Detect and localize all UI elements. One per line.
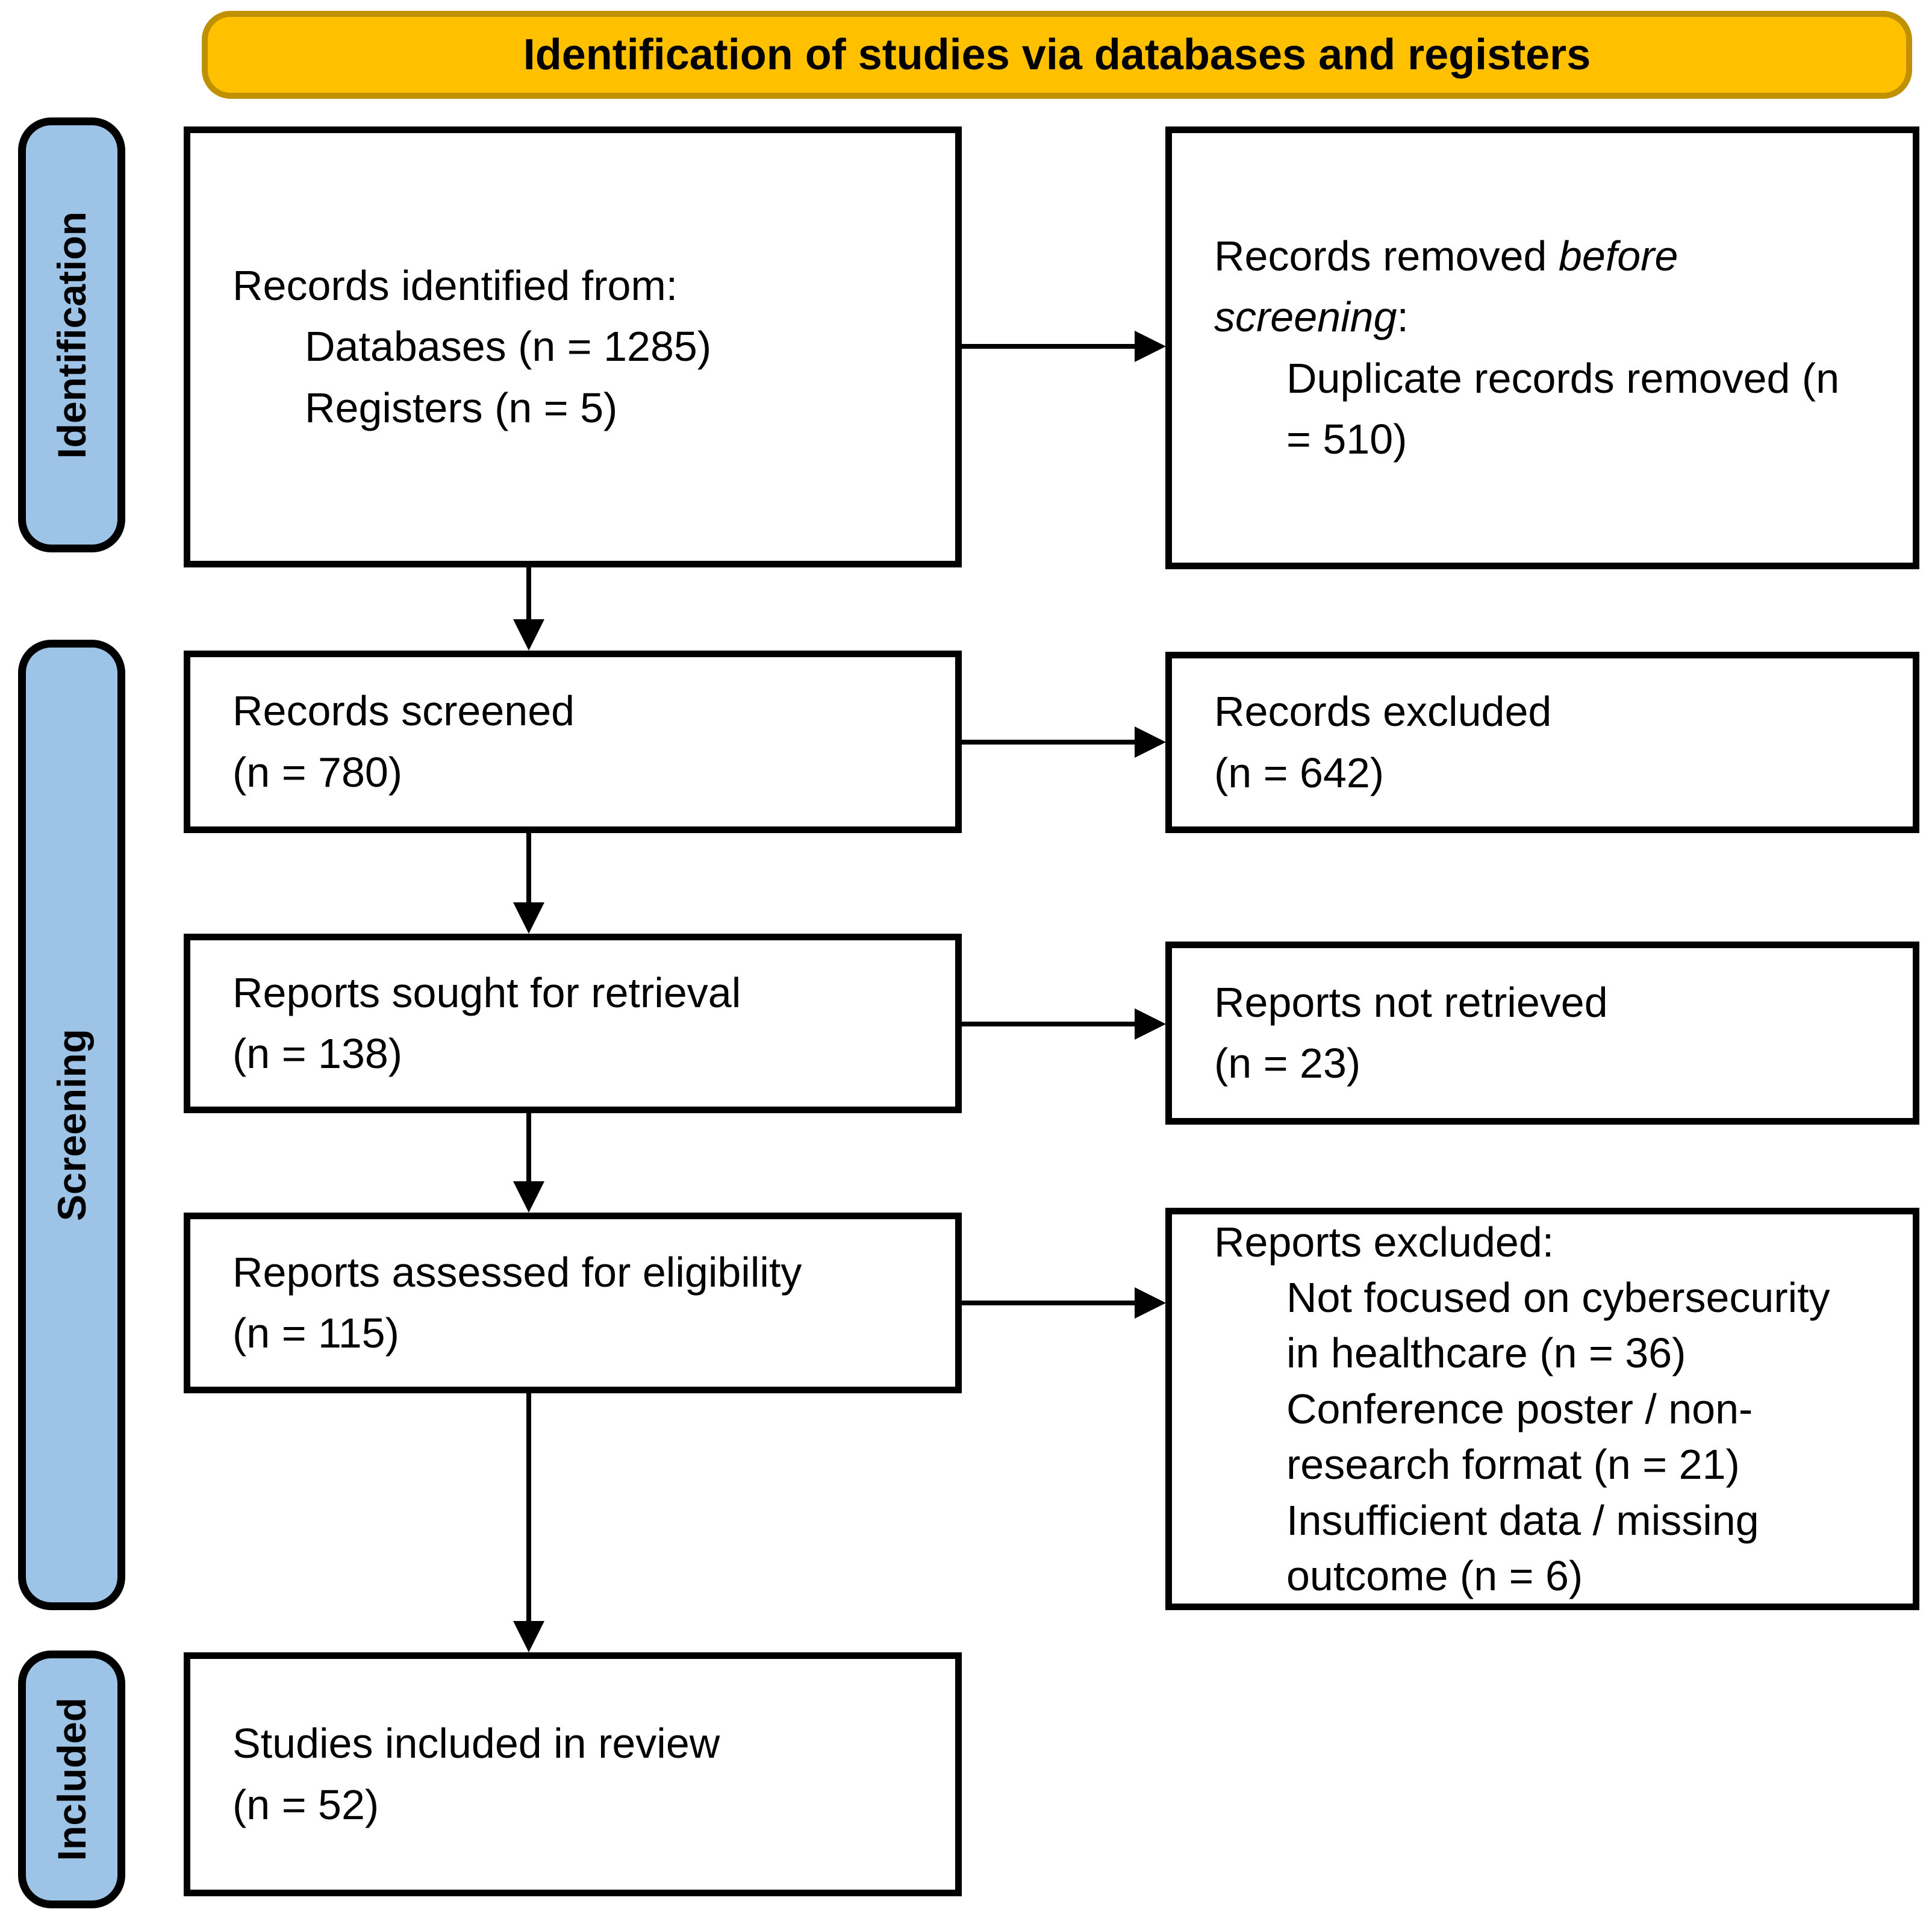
arrow-down-icon: [513, 619, 544, 651]
box-title: Records removed before screening:: [1214, 226, 1865, 348]
box-records-excluded: Records excluded (n = 642): [1165, 652, 1919, 833]
connector-line-assessed-to-excluded: [958, 1301, 1135, 1305]
box-reports-sought: Reports sought for retrieval (n = 138): [184, 934, 962, 1113]
arrow-down-icon: [513, 1621, 544, 1652]
arrow-right-icon: [1135, 331, 1166, 362]
header-banner: Identification of studies via databases …: [202, 11, 1912, 99]
box-item: Databases (n = 1285): [305, 323, 712, 370]
box-title: Reports excluded:: [1214, 1218, 1554, 1266]
box-line: Studies included in review: [232, 1720, 720, 1767]
box-records-removed: Records removed before screening: Duplic…: [1165, 126, 1919, 569]
stage-bar-included: Included: [18, 1651, 125, 1908]
connector-line-assessed-to-included: [526, 1390, 531, 1624]
connector-line-identified-to-screened: [526, 563, 531, 623]
box-line: Records excluded: [1214, 688, 1552, 735]
connector-line-screened-to-excluded: [958, 740, 1135, 745]
box-line: Reports not retrieved: [1214, 978, 1608, 1026]
box-line: (n = 52): [232, 1781, 379, 1828]
box-item: Not focused on cybersecurity in healthca…: [1286, 1274, 1830, 1377]
box-title: Records identified from:: [232, 261, 678, 309]
box-studies-included: Studies included in review (n = 52): [184, 1652, 962, 1896]
arrow-down-icon: [513, 902, 544, 934]
box-line: (n = 138): [232, 1030, 403, 1077]
connector-line-sought-to-notretrieved: [958, 1022, 1135, 1026]
box-line: (n = 115): [232, 1310, 399, 1357]
arrow-right-icon: [1135, 1287, 1166, 1319]
stage-bar-identification: Identification: [18, 117, 125, 552]
box-line: (n = 642): [1214, 749, 1385, 796]
arrow-right-icon: [1135, 1008, 1166, 1040]
box-line: Reports assessed for eligibility: [232, 1248, 802, 1296]
box-reports-not-retrieved: Reports not retrieved (n = 23): [1165, 942, 1919, 1125]
box-records-identified: Records identified from: Databases (n = …: [184, 126, 962, 567]
connector-line-sought-to-assessed: [526, 1110, 531, 1184]
box-line: (n = 23): [1214, 1040, 1361, 1087]
box-item: Duplicate records removed (n = 510): [1286, 354, 1840, 463]
header-title: Identification of studies via databases …: [523, 31, 1591, 79]
stage-label-screening: Screening: [49, 1028, 94, 1222]
box-reports-excluded: Reports excluded: Not focused on cyberse…: [1165, 1208, 1919, 1610]
box-item: Registers (n = 5): [305, 384, 618, 431]
stage-bar-screening: Screening: [18, 640, 125, 1610]
box-item: Conference poster / non-research format …: [1286, 1385, 1753, 1488]
box-line: Records screened: [232, 687, 575, 734]
box-line: Reports sought for retrieval: [232, 969, 741, 1016]
arrow-right-icon: [1135, 726, 1166, 758]
connector-line-identified-to-removed: [958, 344, 1135, 349]
box-records-screened: Records screened (n = 780): [184, 651, 962, 833]
box-title-prefix: Records removed: [1214, 232, 1559, 280]
box-line: (n = 780): [232, 748, 403, 796]
connector-line-screened-to-sought: [526, 830, 531, 905]
box-item: Insufficient data / missing outcome (n =…: [1286, 1496, 1759, 1599]
stage-label-identification: Identification: [49, 211, 94, 459]
box-title-suffix: :: [1397, 293, 1409, 340]
stage-label-included: Included: [49, 1697, 94, 1861]
arrow-down-icon: [513, 1181, 544, 1213]
box-title-italic: before screening: [1214, 232, 1678, 341]
box-reports-assessed: Reports assessed for eligibility (n = 11…: [184, 1213, 962, 1393]
